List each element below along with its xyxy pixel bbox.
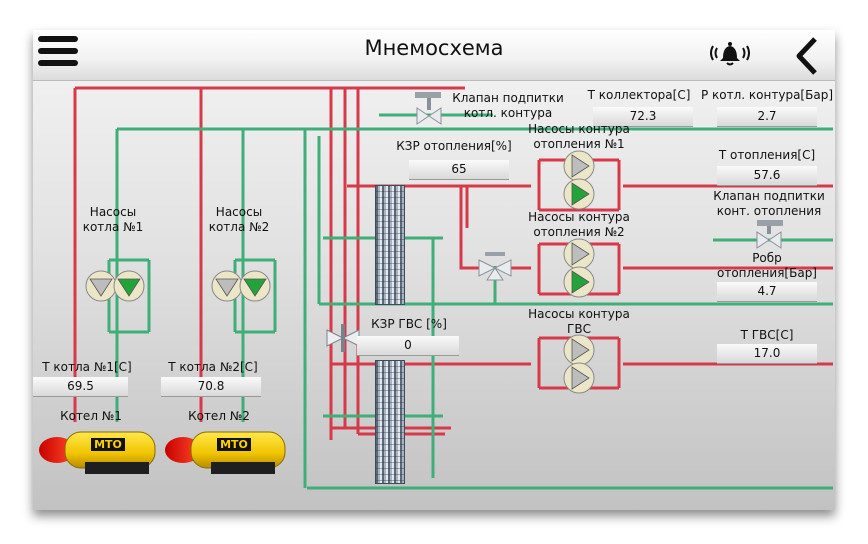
boiler-1-temp-value: 69.5 [33, 377, 128, 397]
heating-three-way-valve-icon [478, 252, 512, 281]
makeup-valve-boiler-label: Клапан подпитки котл. контура [452, 91, 564, 120]
heating-pumps-1-icon [563, 150, 595, 210]
makeup-valve-boiler-icon [415, 92, 442, 125]
boiler-1-icon [39, 431, 156, 474]
dhw-valve-label: КЗР ГВС [%] [371, 317, 447, 331]
boiler-2-temp-value: 70.8 [161, 377, 261, 397]
mnemonic-panel: МТО МТО Мнемосхема Насосы котла №1 T кот… [33, 30, 835, 510]
page-title: Мнемосхема [364, 36, 504, 60]
collector-temp-label: T коллектора[C] [587, 88, 691, 102]
boiler-2-pumps-icon [211, 270, 271, 302]
heating-makeup-valve-label: Клапан подпитки конт. отопления [713, 189, 825, 218]
heating-makeup-valve-icon [756, 220, 783, 249]
chevron-left-icon[interactable] [793, 36, 823, 76]
boiler-1-logo: МТО [94, 438, 122, 451]
heating-pumps-2-label: Насосы контура отопления №2 [528, 210, 630, 239]
boiler-1-name: Котел №1 [60, 409, 122, 423]
heating-valve-label: КЗР отопления[%] [396, 139, 512, 153]
boiler-circuit-pressure-label: P котл. контура[Бар] [701, 88, 833, 102]
boiler-2-pumps-label: Насосы котла №2 [208, 205, 270, 234]
boiler-2-icon [165, 431, 286, 474]
heating-valve-value: 65 [409, 160, 509, 180]
heating-temp-value: 57.6 [717, 166, 817, 186]
heating-return-pressure-label: Робр отопления[Бар] [716, 251, 817, 280]
heating-pumps-2-icon [563, 238, 595, 298]
boiler-circuit-pressure-value: 2.7 [717, 107, 817, 127]
boiler-1-pumps-label: Насосы котла №1 [82, 205, 144, 234]
heating-heat-exchanger [375, 185, 405, 305]
boiler-2-logo: МТО [220, 438, 248, 451]
dhw-heat-exchanger [375, 360, 405, 484]
boiler-units [39, 431, 286, 474]
dhw-valve-value: 0 [357, 336, 459, 356]
heating-pumps-1-label: Насосы контура отопления №1 [528, 122, 630, 151]
header-bar: Мнемосхема [33, 30, 835, 81]
boiler-1-pumps-icon [85, 270, 145, 302]
valves [326, 92, 783, 352]
pump-icons [85, 150, 595, 394]
hamburger-menu-icon[interactable] [38, 36, 78, 74]
dhw-temp-label: T ГВС[C] [740, 328, 794, 342]
dhw-temp-value: 17.0 [717, 344, 817, 364]
dhw-pumps-icon [563, 334, 595, 394]
collector-temp-value: 72.3 [593, 107, 693, 127]
dhw-three-way-valve-icon [326, 324, 360, 352]
bell-alarm-icon[interactable] [709, 38, 751, 68]
boiler-2-name: Котел №2 [188, 409, 250, 423]
boiler-1-temp-label: T котла №1[C] [42, 360, 132, 374]
boiler-2-temp-label: T котла №2[C] [168, 360, 258, 374]
heating-return-pressure-value: 4.7 [717, 282, 817, 302]
heating-temp-label: T отопления[C] [718, 148, 816, 162]
dhw-pumps-label: Насосы контура ГВС [528, 307, 630, 336]
